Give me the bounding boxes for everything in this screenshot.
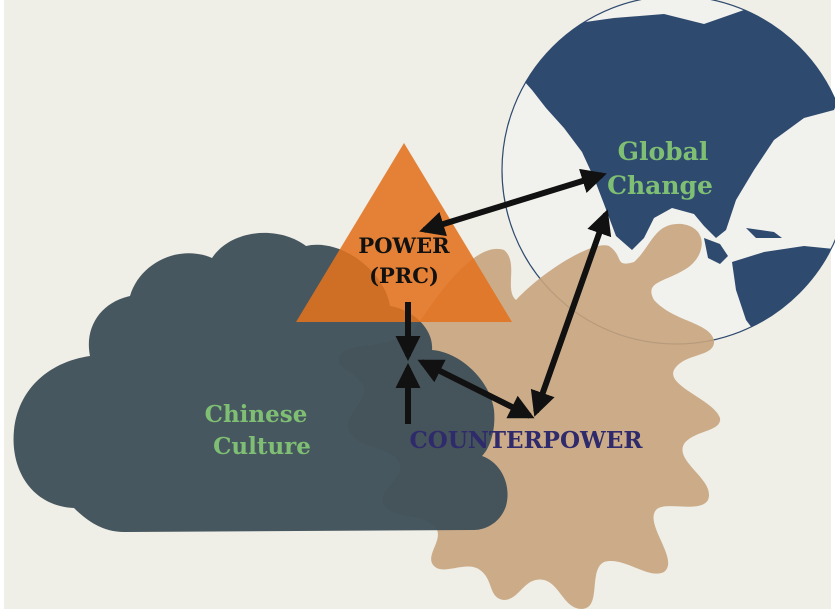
counterpower-label: COUNTERPOWER xyxy=(410,427,644,454)
power-diagram: POWER (PRC) Global Change Chinese Cultur… xyxy=(13,0,835,609)
arrow-center-counterpower xyxy=(417,359,535,419)
caribbean-islands xyxy=(746,228,782,238)
arrow-global-counterpower xyxy=(530,209,612,417)
global-change-label-line2: Change xyxy=(607,171,713,200)
global-change-label-line1: Global xyxy=(618,137,709,166)
power-label-line2: (PRC) xyxy=(369,263,439,288)
power-triangle xyxy=(296,143,512,322)
arrows xyxy=(395,168,612,424)
power-label-line1: POWER xyxy=(358,233,450,258)
central-america-landmass xyxy=(704,238,728,264)
arrow-power-global xyxy=(419,168,607,237)
chinese-culture-label-line1: Chinese xyxy=(205,401,308,428)
chinese-culture-label-line2: Culture xyxy=(213,433,311,460)
north-america-landmass xyxy=(516,10,835,250)
